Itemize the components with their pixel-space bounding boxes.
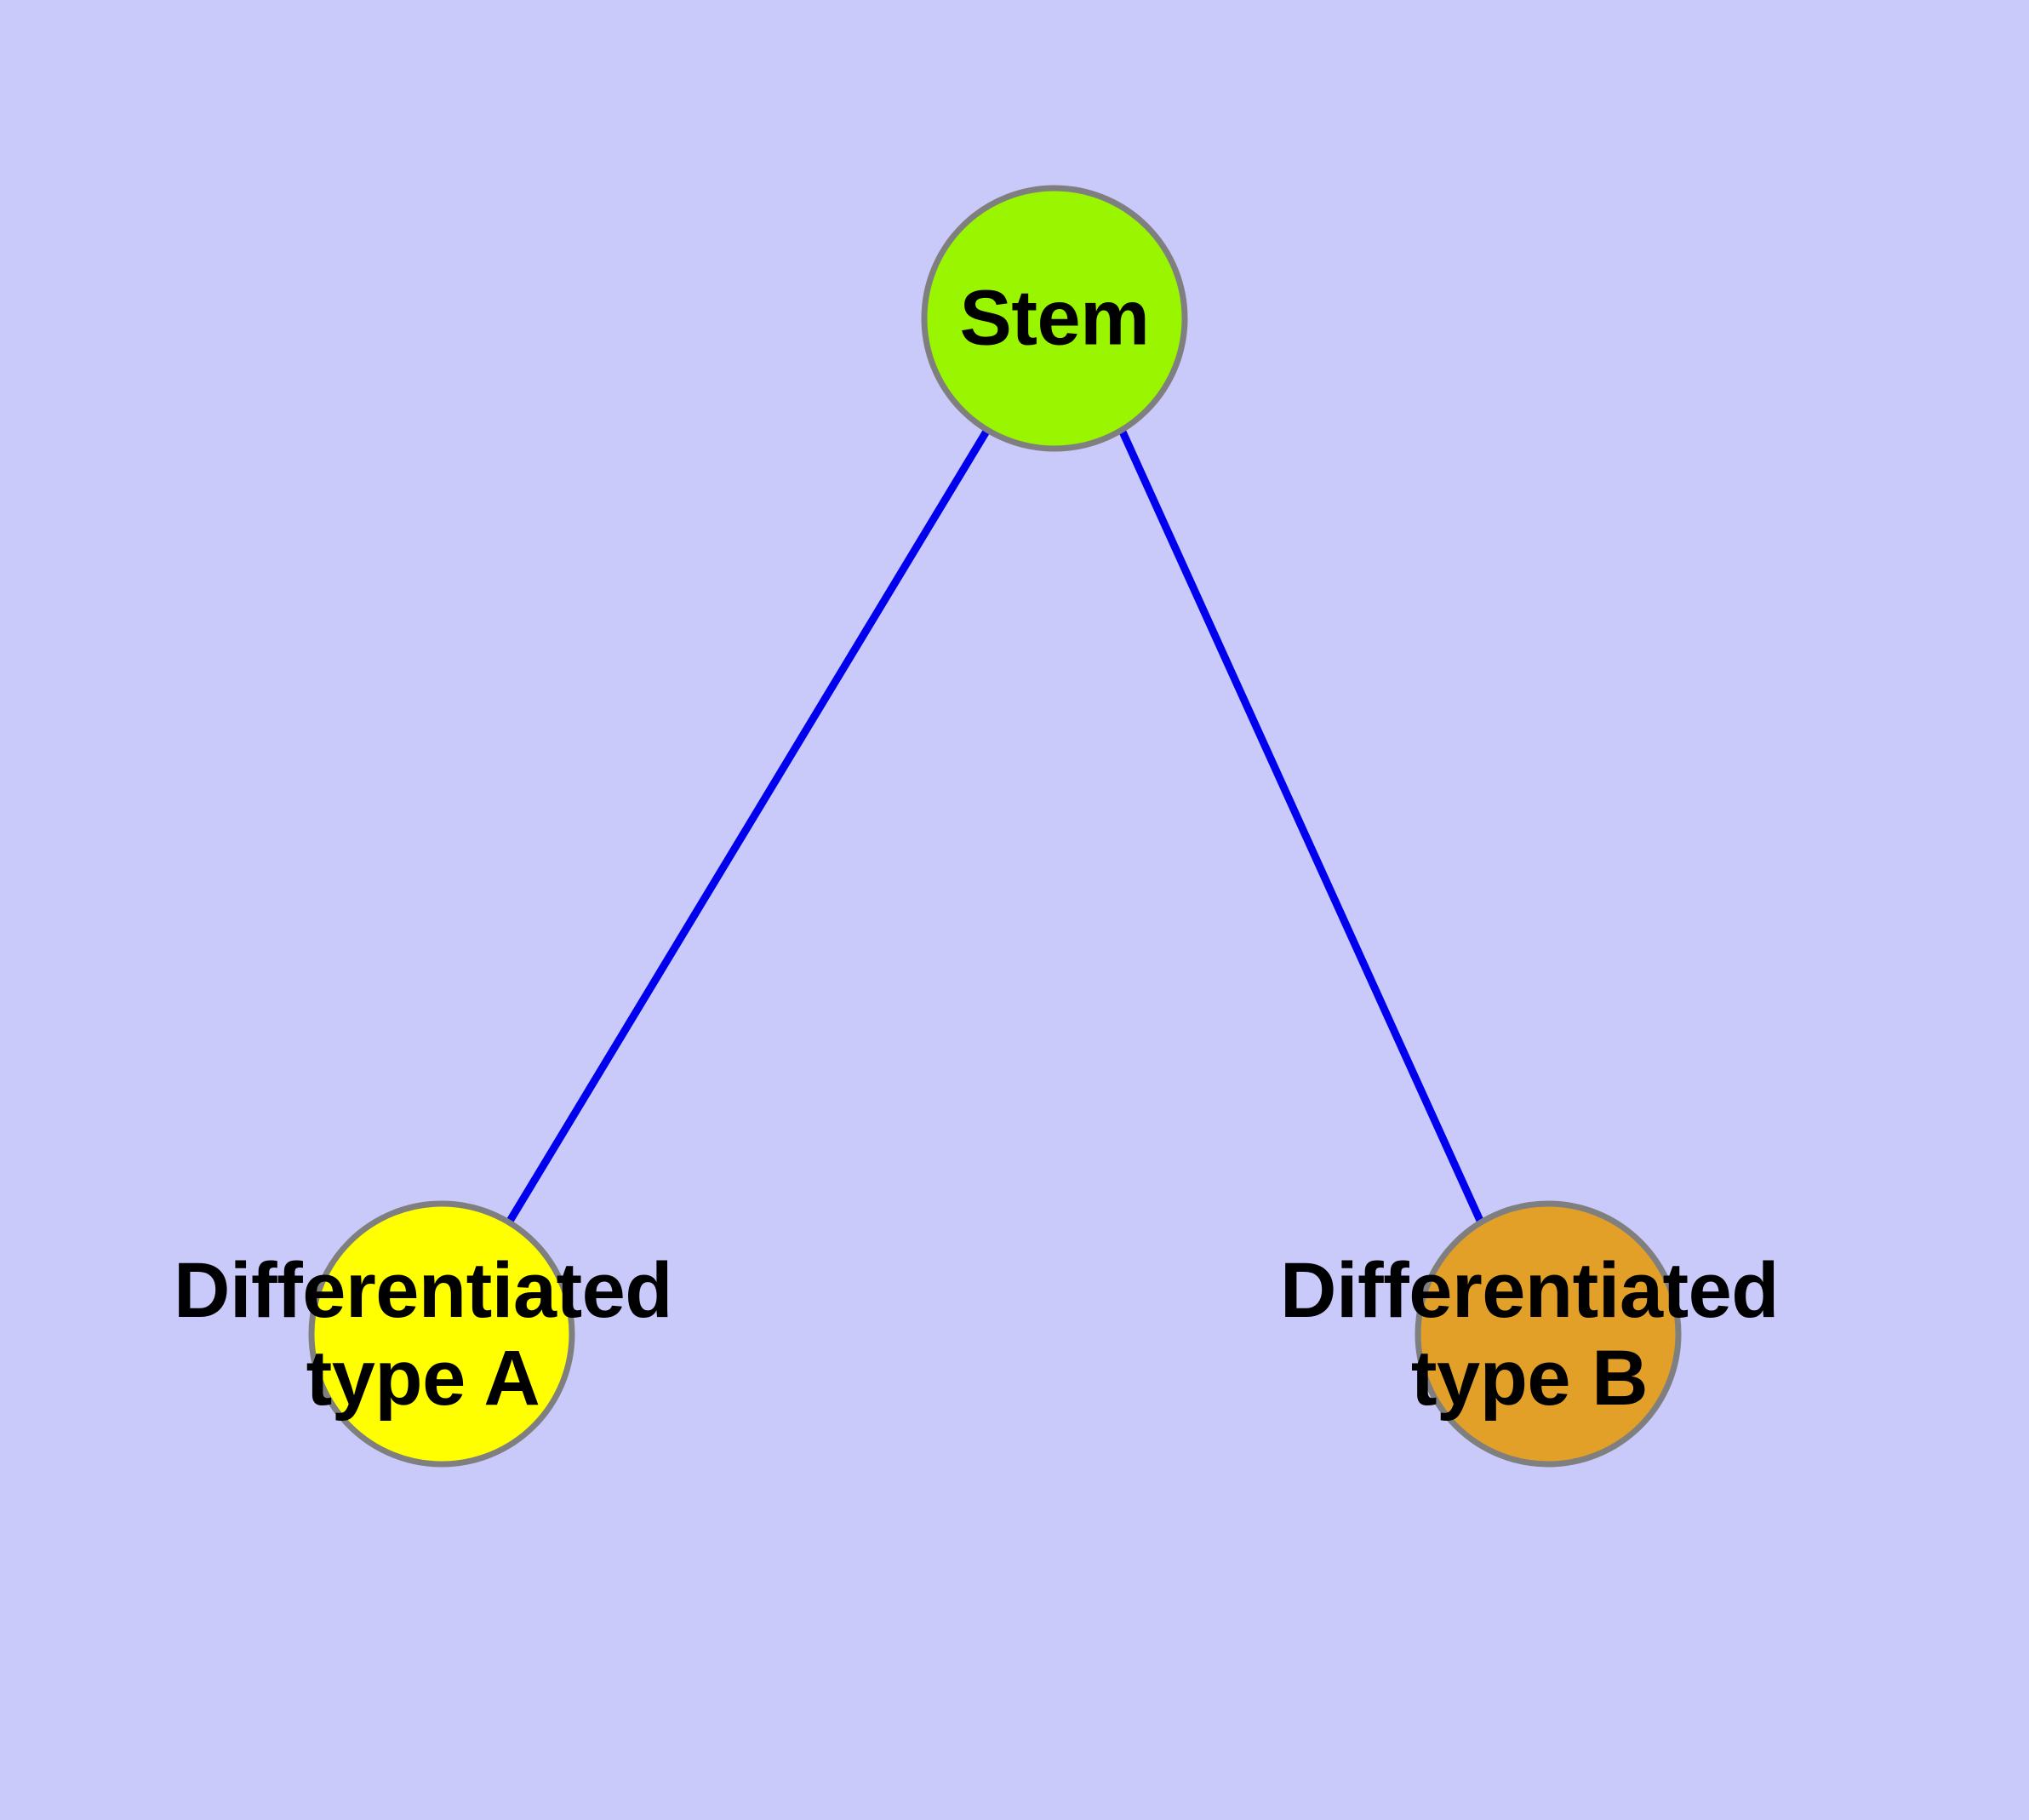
graph-edge-stem-to-b (1117, 428, 1485, 1224)
graph-node-diff-b[interactable] (1415, 1200, 1682, 1468)
graph-node-diff-a[interactable] (308, 1200, 575, 1468)
graph-node-stem[interactable] (921, 185, 1188, 452)
nodes-group (308, 185, 1682, 1468)
edges-group (506, 427, 1485, 1225)
graph-edge-stem-to-a (506, 427, 991, 1225)
